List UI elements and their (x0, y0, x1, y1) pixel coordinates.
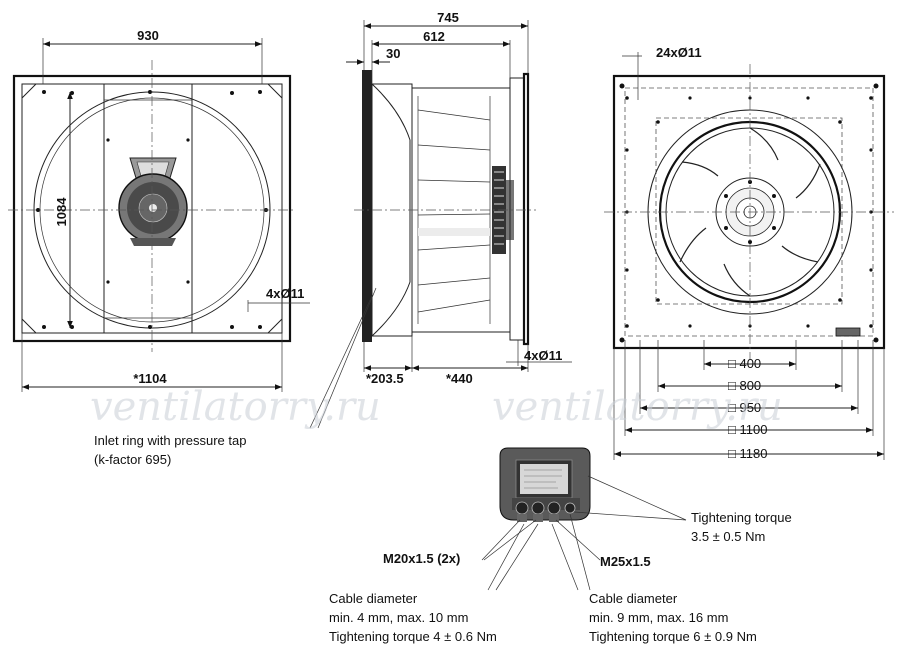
inlet-ring-note: Inlet ring with pressure tap (94, 433, 246, 448)
dim-1104: *1104 (133, 371, 167, 386)
square-400: □ 400 (728, 356, 761, 371)
cable-glands (515, 501, 576, 522)
back-impeller-blades (679, 127, 821, 297)
corner-brackets (21, 83, 283, 334)
large-cable-title: Cable diameter (589, 591, 678, 606)
box-torque-label: Tightening torque (691, 510, 792, 525)
dim-745: 745 (437, 10, 459, 25)
square-800: □ 800 (728, 378, 761, 393)
square-1180: □ 1180 (728, 446, 767, 461)
dim-30: 30 (386, 46, 400, 61)
square-dimensions: □ 400 □ 800 □ 950 □ 1100 □ 1180 (613, 340, 885, 461)
watermark-right: ventilatorry.ru (492, 384, 783, 430)
back-view: 24xØ11 □ 400 □ 800 □ 950 □ 1100 □ 1180 (604, 45, 894, 461)
gland-m25-label: M25x1.5 (600, 554, 651, 569)
back-holes-label: 24xØ11 (656, 45, 702, 60)
small-cable-torque: Tightening torque 4 ± 0.6 Nm (329, 629, 497, 644)
side-holes-label: 4xØ11 (524, 348, 562, 363)
box-torque-value: 3.5 ± 0.5 Nm (691, 529, 765, 544)
watermark-left: ventilatorry.ru (90, 384, 381, 430)
terminal-box-detail: M20x1.5 (2x) M25x1.5 Tightening torque 3… (329, 447, 792, 644)
large-cable-range: min. 9 mm, max. 16 mm (589, 610, 728, 625)
small-cable-range: min. 4 mm, max. 10 mm (329, 610, 468, 625)
inlet-ring-kfactor: (k-factor 695) (94, 452, 171, 467)
square-950: □ 950 (728, 400, 761, 415)
impeller-blades (417, 109, 491, 313)
gland-m20-label: M20x1.5 (2x) (383, 551, 460, 566)
side-view: 745 612 30 *203.5 *440 4xØ11 Inlet ring … (94, 10, 572, 467)
large-cable-torque: Tightening torque 6 ± 0.9 Nm (589, 629, 757, 644)
motor-front (118, 157, 188, 246)
back-bolt-holes (619, 83, 879, 343)
front-holes-label: 4xØ11 (266, 286, 304, 301)
square-1100: □ 1100 (728, 422, 767, 437)
small-cable-title: Cable diameter (329, 591, 418, 606)
dim-930: 930 (137, 28, 159, 43)
dim-1084: 1084 (54, 197, 69, 227)
dim-203-5: *203.5 (366, 371, 404, 386)
dim-440: *440 (446, 371, 473, 386)
dim-612: 612 (423, 29, 445, 44)
front-view: 930 1084 *1104 4xØ11 (8, 28, 310, 392)
